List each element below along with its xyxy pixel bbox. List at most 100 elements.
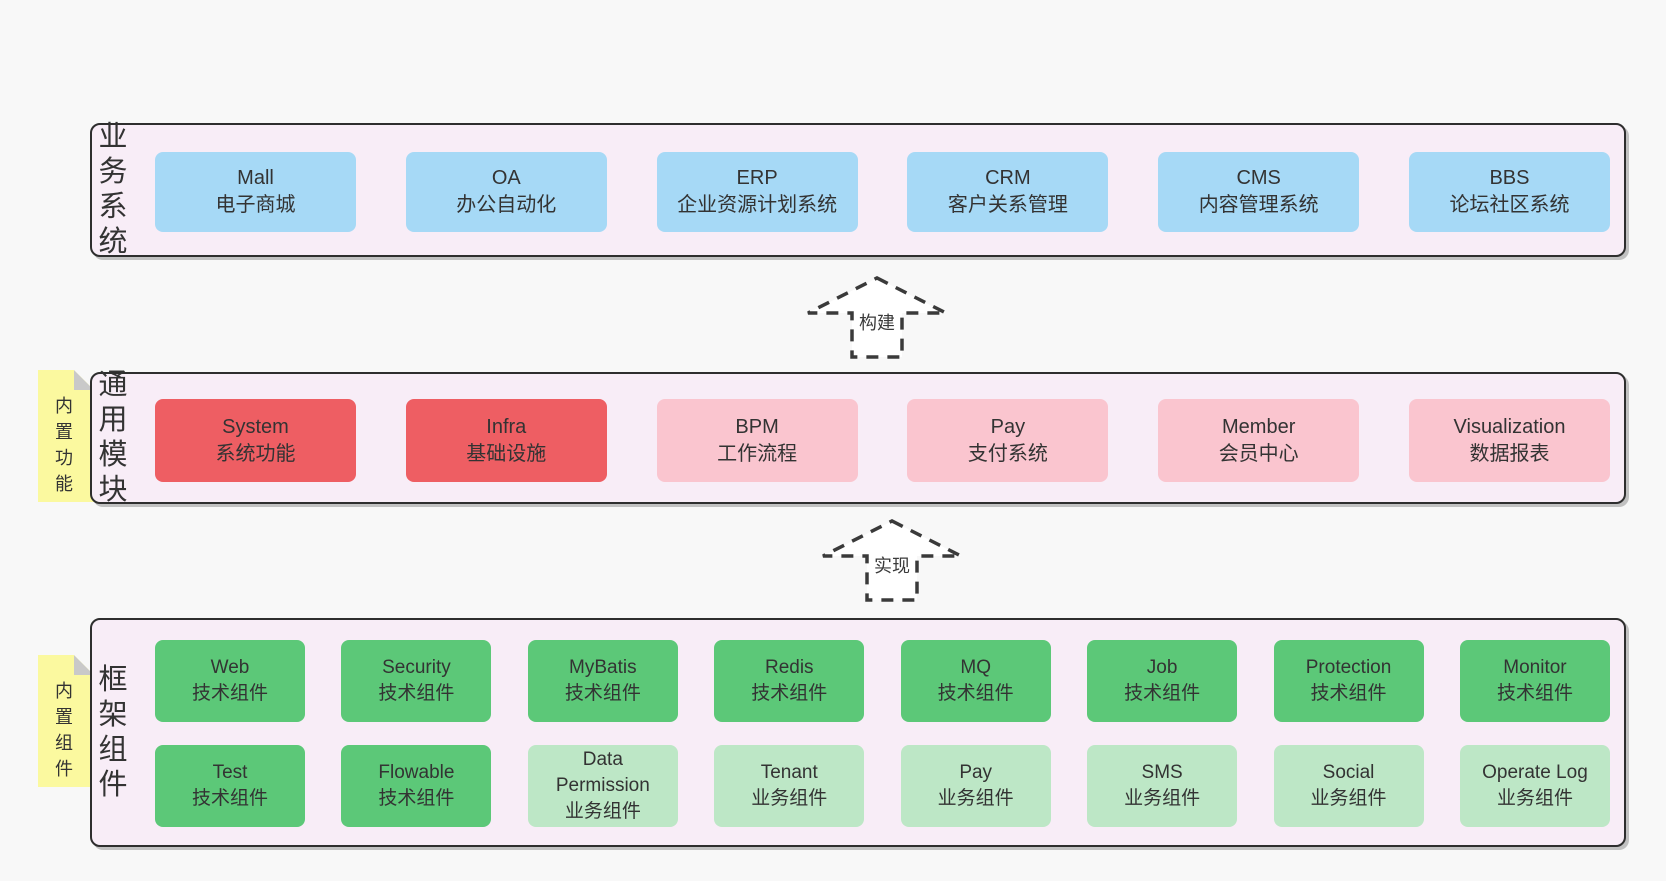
module-box-sms: SMS 业务组件 bbox=[1087, 745, 1238, 827]
box-title: CMS bbox=[1236, 167, 1281, 189]
box-subtitle: 业务组件 bbox=[564, 801, 641, 822]
module-box-cms: CMS 内容管理系统 bbox=[1158, 152, 1360, 232]
box-subtitle: 技术组件 bbox=[1124, 683, 1201, 704]
layer-label: 通用模块 bbox=[98, 369, 128, 506]
module-box-social: Social 业务组件 bbox=[1273, 745, 1424, 827]
box-subtitle: 内容管理系统 bbox=[1198, 194, 1319, 216]
module-box-crm: CRM 客户关系管理 bbox=[907, 152, 1109, 232]
box-title: MQ bbox=[960, 657, 991, 678]
module-box-mall: Mall 电子商城 bbox=[155, 152, 356, 232]
module-box-tenant: Tenant 业务组件 bbox=[714, 745, 865, 827]
module-box-protection: Protection 技术组件 bbox=[1273, 640, 1424, 722]
box-subtitle: 基础设施 bbox=[466, 442, 547, 465]
box-subtitle: 办公自动化 bbox=[456, 194, 557, 216]
box-subtitle: 电子商城 bbox=[215, 194, 296, 216]
box-title: MyBatis bbox=[569, 657, 637, 678]
box-subtitle: 数据报表 bbox=[1469, 442, 1550, 465]
box-subtitle: 客户关系管理 bbox=[947, 194, 1068, 216]
box-title: Pay bbox=[990, 415, 1026, 438]
box-subtitle: 技术组件 bbox=[191, 788, 268, 809]
tag-label: 内置组件 bbox=[55, 681, 73, 779]
box-subtitle: 技术组件 bbox=[191, 683, 268, 704]
box-title: Monitor bbox=[1503, 657, 1567, 678]
box-title: OA bbox=[491, 167, 521, 189]
box-subtitle: 支付系统 bbox=[967, 442, 1048, 465]
module-box-redis: Redis 技术组件 bbox=[714, 640, 865, 722]
module-box-job: Job 技术组件 bbox=[1087, 640, 1238, 722]
box-title: Infra bbox=[486, 415, 527, 438]
module-box-pay: Pay 业务组件 bbox=[900, 745, 1051, 827]
box-title: Flowable bbox=[378, 762, 455, 783]
box-subtitle: 会员中心 bbox=[1218, 442, 1299, 465]
arrow-build: 构建 bbox=[806, 276, 948, 359]
box-title: Security bbox=[382, 657, 451, 678]
box-subtitle: 技术组件 bbox=[1310, 683, 1387, 704]
box-subtitle: 技术组件 bbox=[564, 683, 641, 704]
box-title: Job bbox=[1146, 657, 1178, 678]
module-box-data-permission: Data Permission 业务组件 bbox=[527, 745, 678, 827]
layer-label-text: 通用模块 bbox=[98, 369, 128, 506]
module-box-mybatis: MyBatis 技术组件 bbox=[527, 640, 678, 722]
arrow-label: 实现 bbox=[870, 555, 914, 578]
tag-label: 内置功能 bbox=[55, 396, 73, 494]
box-subtitle: 业务组件 bbox=[1496, 788, 1573, 809]
layer-label-text: 框架组件 bbox=[98, 663, 128, 801]
module-box-monitor: Monitor 技术组件 bbox=[1459, 640, 1610, 722]
module-box-infra: Infra 基础设施 bbox=[405, 399, 607, 482]
box-subtitle: 技术组件 bbox=[378, 683, 455, 704]
module-box-oa: OA 办公自动化 bbox=[405, 152, 607, 232]
arrow-label: 构建 bbox=[855, 312, 899, 335]
box-subtitle: 业务组件 bbox=[937, 788, 1014, 809]
box-title: CRM bbox=[985, 167, 1031, 189]
box-title: ERP bbox=[736, 167, 778, 189]
box-title: Mall bbox=[237, 167, 274, 189]
module-box-bbs: BBS 论坛社区系统 bbox=[1408, 152, 1610, 232]
box-subtitle: 技术组件 bbox=[937, 683, 1014, 704]
box-row: System 系统功能 Infra 基础设施 BPM 工作流程 Pay 支付系统 Member 会… bbox=[155, 399, 1610, 482]
module-box-security: Security 技术组件 bbox=[341, 640, 492, 722]
box-title: Data Permission bbox=[555, 749, 650, 796]
module-box-web: Web 技术组件 bbox=[155, 640, 305, 722]
box-subtitle: 业务组件 bbox=[1310, 788, 1387, 809]
arrow-implement: 实现 bbox=[821, 519, 963, 602]
box-subtitle: 技术组件 bbox=[378, 788, 455, 809]
module-box-test: Test 技术组件 bbox=[155, 745, 305, 827]
module-box-flowable: Flowable 技术组件 bbox=[341, 745, 492, 827]
sticky-tag-builtin-features: 内置功能 bbox=[38, 370, 94, 502]
layer-common-modules: 通用模块 System 系统功能 Infra 基础设施 BPM 工作流程 Pay 支付系统 Me… bbox=[90, 369, 1626, 506]
sticky-tag-builtin-components: 内置组件 bbox=[38, 655, 94, 787]
box-title: Web bbox=[210, 657, 250, 678]
box-subtitle: 论坛社区系统 bbox=[1449, 194, 1570, 216]
module-box-member: Member 会员中心 bbox=[1158, 399, 1360, 482]
module-box-pay: Pay 支付系统 bbox=[907, 399, 1109, 482]
box-title: SMS bbox=[1141, 762, 1183, 783]
box-title: Tenant bbox=[760, 762, 818, 783]
layer-label: 框架组件 bbox=[98, 620, 128, 845]
layer-label: 业务系统 bbox=[98, 121, 128, 258]
module-box-bpm: BPM 工作流程 bbox=[656, 399, 858, 482]
box-title: Redis bbox=[764, 657, 814, 678]
box-subtitle: 业务组件 bbox=[1124, 788, 1201, 809]
box-title: BBS bbox=[1489, 167, 1530, 189]
box-title: Pay bbox=[959, 762, 993, 783]
layer-label-text: 业务系统 bbox=[98, 121, 128, 258]
box-title: BPM bbox=[735, 415, 779, 438]
box-title: Social bbox=[1322, 762, 1375, 783]
box-subtitle: 技术组件 bbox=[1496, 683, 1573, 704]
box-title: Test bbox=[212, 762, 248, 783]
box-title: System bbox=[222, 415, 289, 438]
box-subtitle: 技术组件 bbox=[751, 683, 828, 704]
box-subtitle: 工作流程 bbox=[717, 442, 798, 465]
box-subtitle: 业务组件 bbox=[751, 788, 828, 809]
box-title: Protection bbox=[1305, 657, 1392, 678]
box-subtitle: 系统功能 bbox=[215, 442, 296, 465]
box-title: Member bbox=[1222, 415, 1296, 438]
